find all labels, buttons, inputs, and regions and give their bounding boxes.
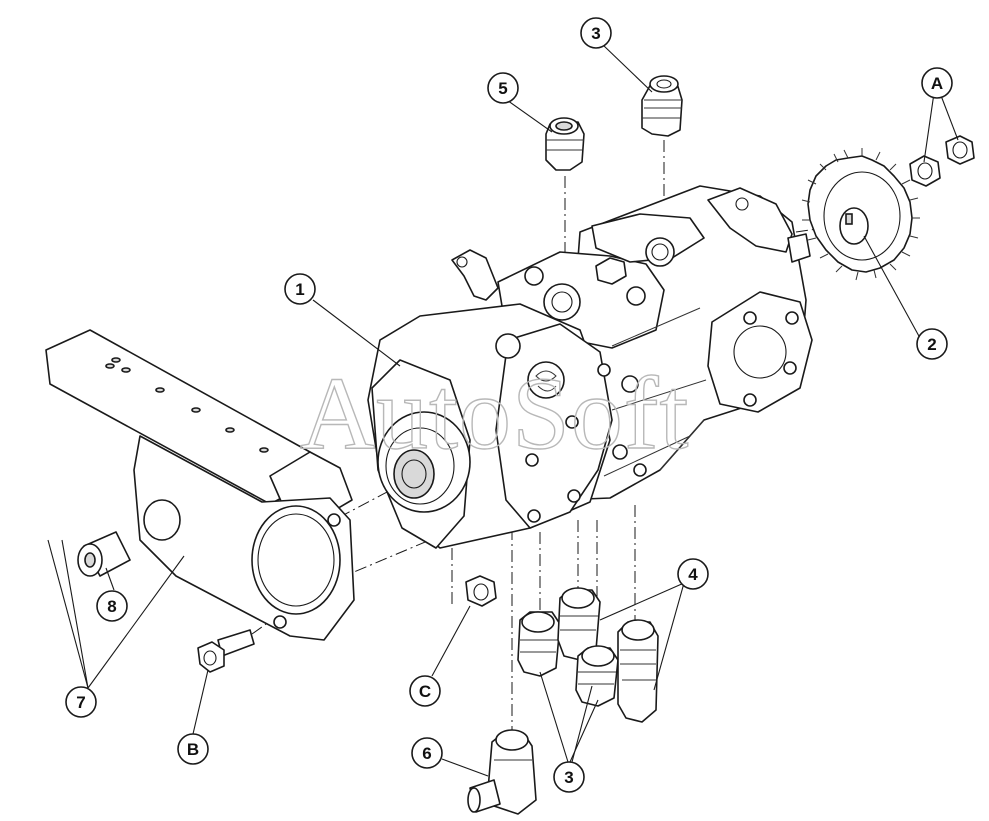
callout-2: 2	[916, 328, 948, 360]
callout-4: 4	[677, 558, 709, 590]
callout-label: 5	[498, 79, 507, 98]
callout-A: A	[921, 67, 953, 99]
small-fitting	[545, 117, 585, 171]
drive-gear	[801, 148, 920, 281]
callout-7: 7	[65, 686, 97, 718]
callout-label: 8	[107, 597, 116, 616]
callout-B: B	[177, 733, 209, 765]
callout-6: 6	[411, 737, 443, 769]
callout-label: 1	[295, 280, 304, 299]
nut	[465, 575, 497, 607]
callout-3-top: 3	[580, 17, 612, 49]
callout-8: 8	[96, 590, 128, 622]
watermark-text: AutoSoft	[300, 356, 689, 471]
callout-label: 7	[76, 693, 85, 712]
callout-label: B	[187, 740, 199, 759]
fitting-extended	[617, 619, 659, 723]
mounting-bracket	[45, 329, 355, 641]
callout-label: 3	[564, 768, 573, 787]
callout-5: 5	[487, 72, 519, 104]
callout-label: A	[931, 74, 943, 93]
callout-label: C	[419, 682, 431, 701]
callout-1: 1	[284, 273, 316, 305]
callout-label: 6	[422, 744, 431, 763]
callout-3-bottom: 3	[553, 761, 585, 793]
callout-label: 3	[591, 24, 600, 43]
pump-assembly	[367, 185, 813, 549]
callout-label: 4	[688, 565, 698, 584]
straight-fitting	[517, 611, 561, 677]
callout-label: 2	[927, 335, 936, 354]
straight-fitting	[557, 587, 601, 661]
nut-pair	[909, 135, 975, 187]
straight-fitting	[575, 645, 619, 707]
straight-fitting	[641, 75, 683, 137]
elbow-fitting	[467, 729, 537, 815]
callout-C: C	[409, 675, 441, 707]
flange-bolt	[197, 629, 255, 673]
spacer-bushing	[77, 531, 131, 577]
leader-lines	[47, 44, 959, 777]
